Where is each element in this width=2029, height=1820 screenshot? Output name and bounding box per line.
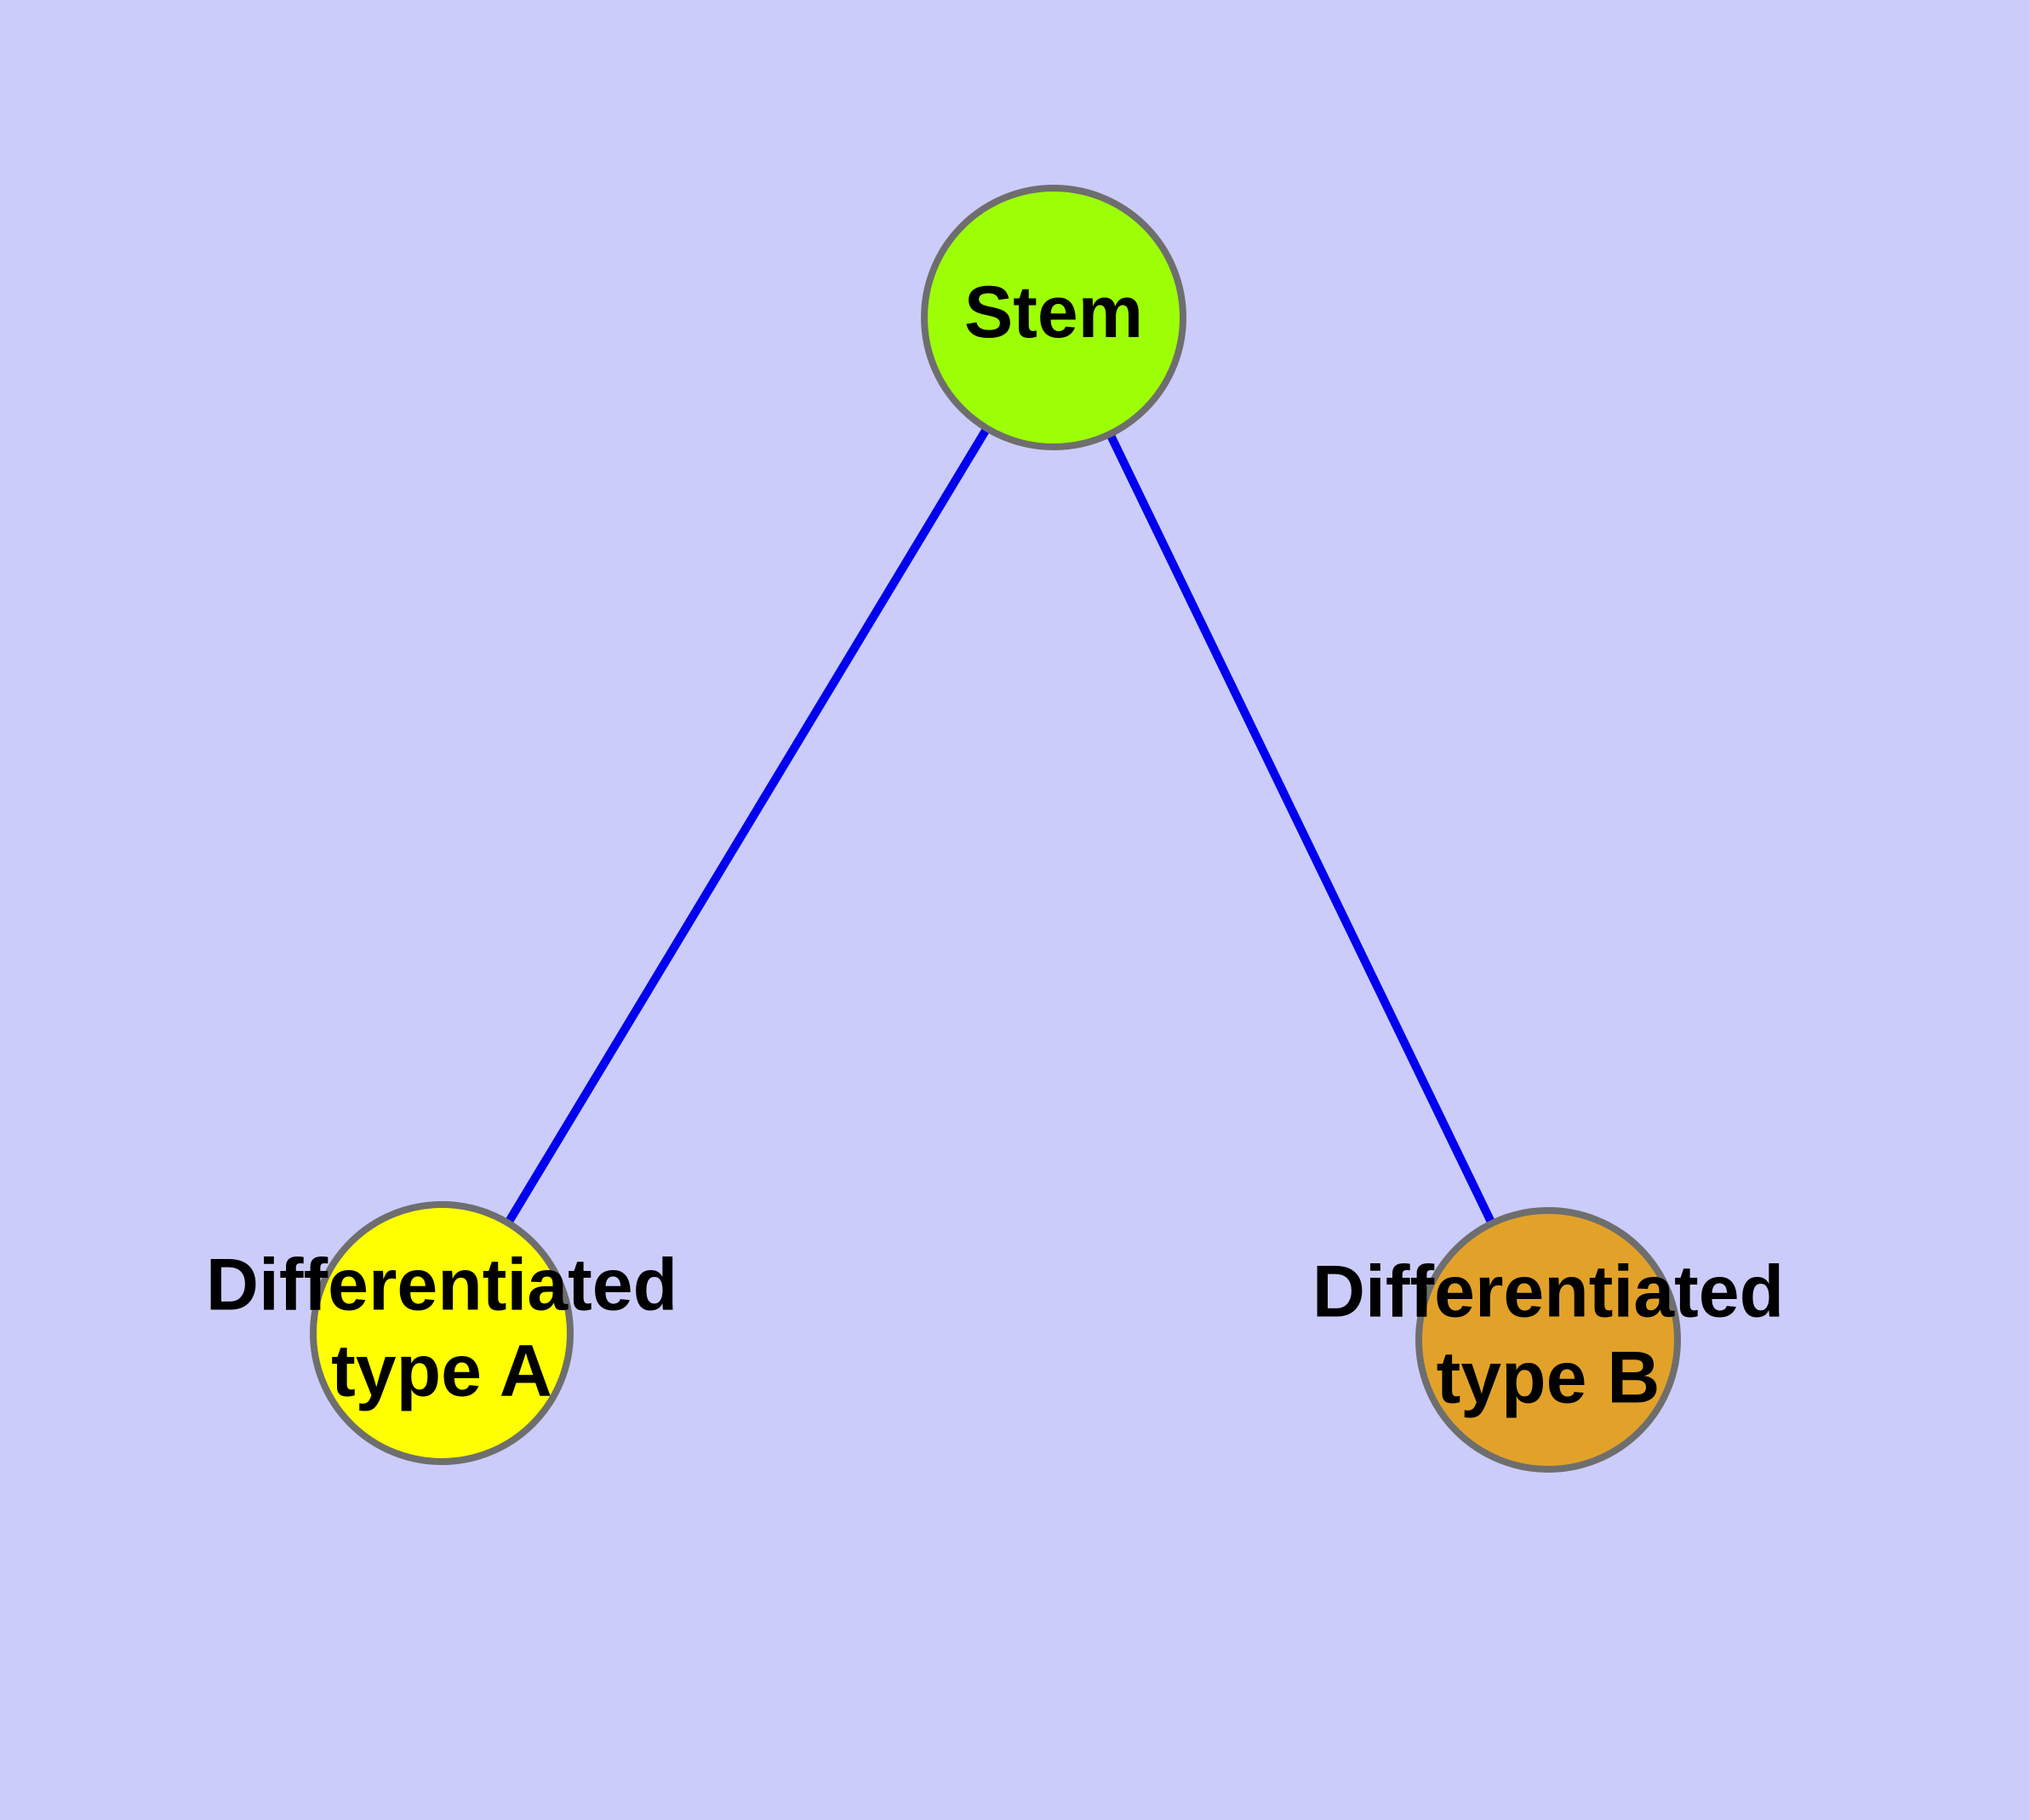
graph-node-label-line: Differentiated: [1312, 1251, 1784, 1332]
graph-node-diff-b[interactable]: [1415, 1207, 1681, 1473]
graph-node-label-line: Differentiated: [206, 1244, 677, 1325]
graph-edge-stem-to-a: [437, 315, 1058, 1336]
edges-layer: [437, 315, 1552, 1342]
graph-edge-stem-to-b: [1049, 315, 1552, 1342]
graph-node-stem[interactable]: [921, 185, 1186, 450]
graph-node-diff-a[interactable]: [310, 1201, 574, 1465]
graph-node-label-line: type A: [331, 1330, 552, 1411]
nodes-layer: [310, 185, 1681, 1473]
graph-node-label-line: Stem: [964, 272, 1143, 353]
graph-node-label-line: type B: [1437, 1336, 1660, 1418]
graph-node-label-stem: Stem: [964, 272, 1143, 353]
